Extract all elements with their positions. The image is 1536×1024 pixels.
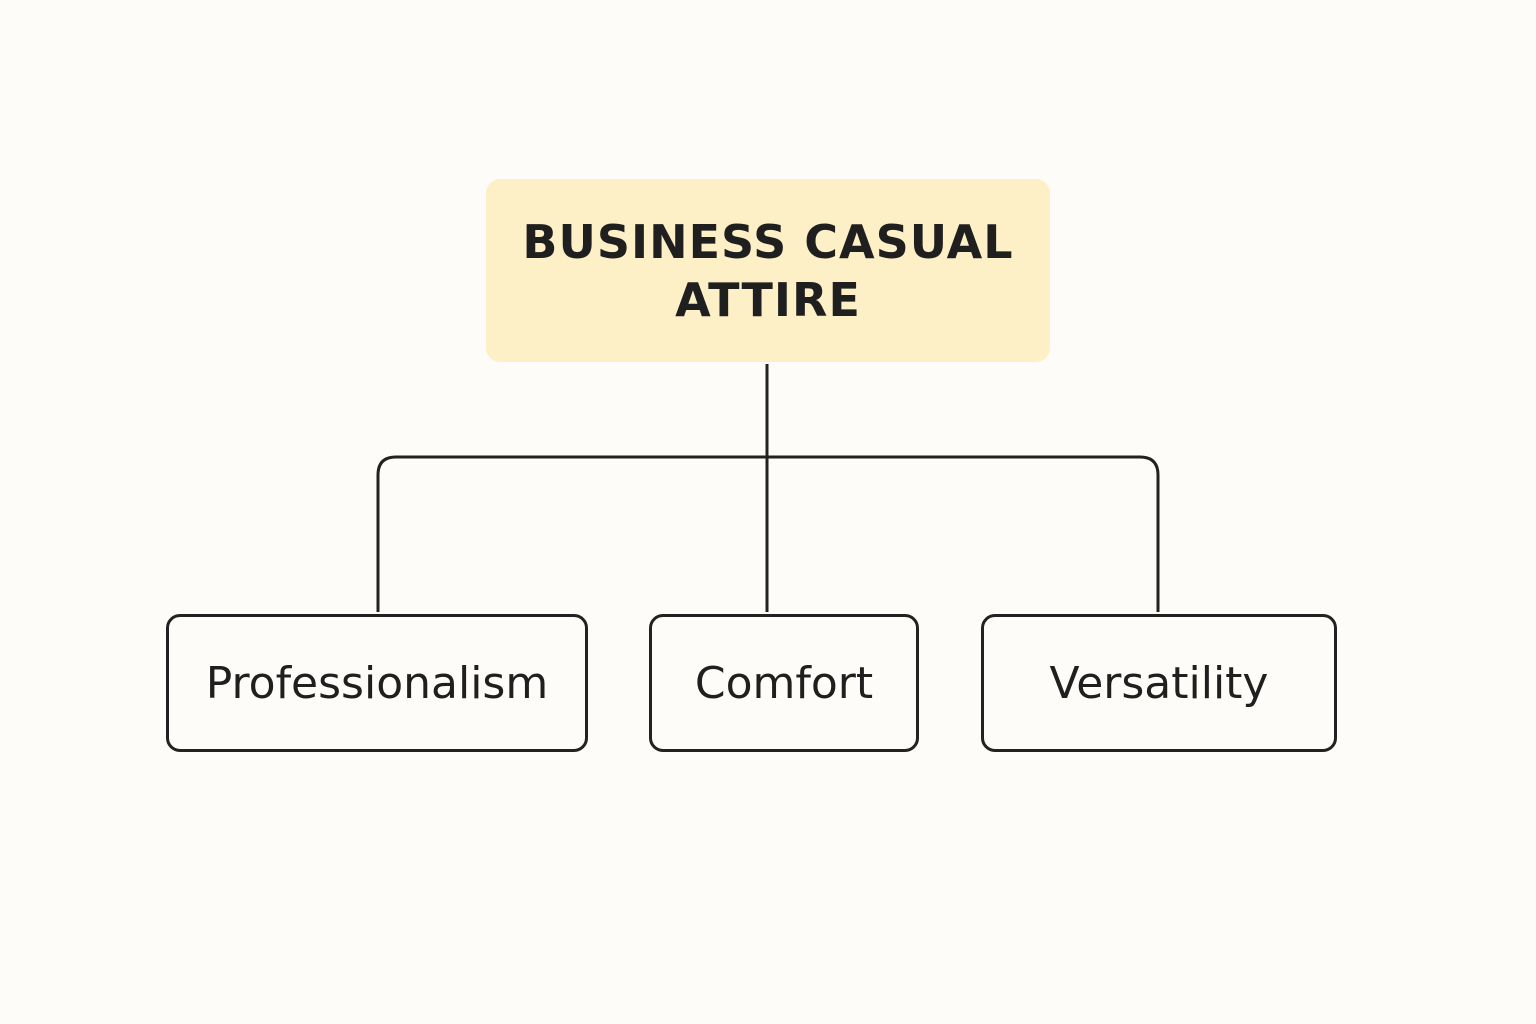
connector-crossbar [376, 455, 1160, 612]
child-node-comfort: Comfort [649, 614, 919, 752]
root-label-line-1: BUSINESS CASUAL [522, 214, 1014, 269]
root-node-business-casual-attire: BUSINESS CASUAL ATTIRE [486, 179, 1050, 362]
root-node-label: BUSINESS CASUAL ATTIRE [522, 213, 1013, 329]
child-node-label: Versatility [1049, 657, 1269, 709]
child-node-label: Professionalism [205, 657, 549, 709]
child-node-label: Comfort [694, 657, 874, 709]
child-node-versatility: Versatility [981, 614, 1337, 752]
child-node-professionalism: Professionalism [166, 614, 588, 752]
root-label-line-2: ATTIRE [675, 272, 861, 327]
